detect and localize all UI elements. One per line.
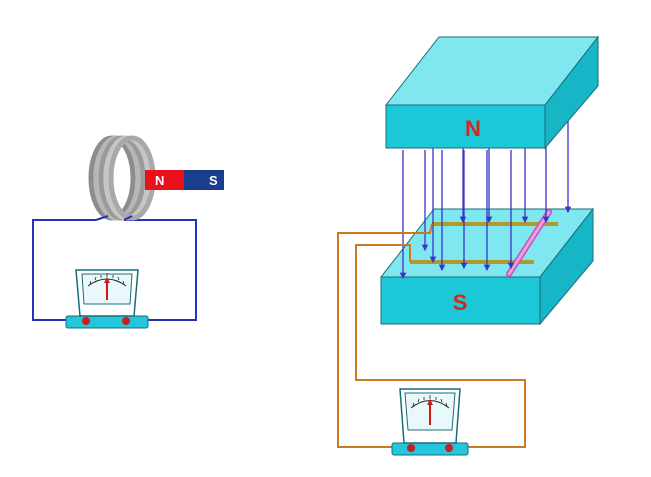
bar-magnet-north-label: N xyxy=(155,173,164,188)
galvanometer-icon xyxy=(391,388,469,456)
right-setup: S N xyxy=(337,35,600,456)
bar-magnet-south xyxy=(184,170,224,190)
left-setup: N S xyxy=(32,135,224,329)
bottom-magnet-label: S xyxy=(453,290,468,315)
left-circuit-wire xyxy=(32,219,197,321)
top-magnet-label: N xyxy=(465,116,481,141)
bar-magnet: N S xyxy=(145,170,224,190)
right-circuit-wire xyxy=(337,223,526,448)
bar-magnet-south-label: S xyxy=(209,173,218,188)
top-magnet: N xyxy=(384,35,600,150)
coil xyxy=(88,135,156,221)
bar-magnet-north xyxy=(145,170,184,190)
galvanometer-icon xyxy=(65,269,149,329)
